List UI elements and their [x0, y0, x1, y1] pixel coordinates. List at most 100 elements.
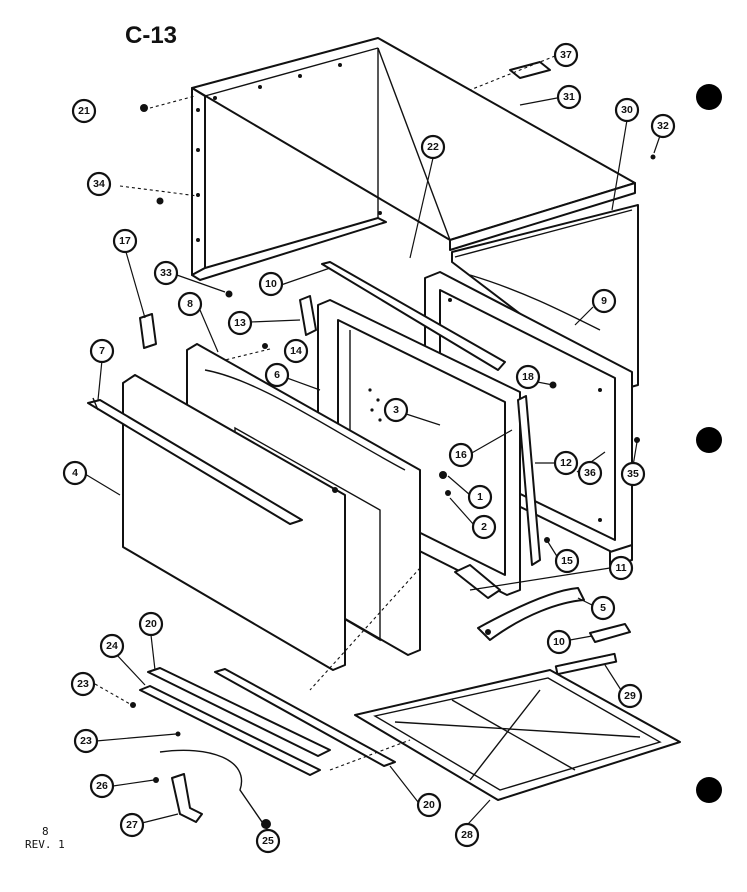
- callout-label: 18: [522, 371, 534, 383]
- callout-label: 20: [145, 618, 157, 630]
- callout: 1: [467, 484, 493, 510]
- callout: 5: [590, 595, 616, 621]
- callout-label: 1: [477, 491, 483, 503]
- latch-plate: [139, 313, 157, 349]
- callout: 7: [89, 338, 115, 364]
- callout: 23: [70, 671, 96, 697]
- callout: 10: [258, 271, 284, 297]
- callout-label: 2: [481, 521, 487, 533]
- callout-label: 4: [72, 467, 78, 479]
- screw: [156, 197, 164, 205]
- callout: 14: [283, 338, 309, 364]
- callout: 27: [119, 812, 145, 838]
- revision-label: REV. 1: [25, 838, 65, 851]
- callout-label: 16: [455, 449, 467, 461]
- callout: 36: [577, 460, 603, 486]
- callout: 9: [591, 288, 617, 314]
- callout-label: 15: [561, 555, 573, 567]
- callout: 35: [620, 461, 646, 487]
- wire-clip: [171, 773, 203, 823]
- leader-lines: [84, 55, 663, 831]
- callout-label: 30: [621, 104, 633, 116]
- callout-label: 13: [234, 317, 246, 329]
- callout: 32: [650, 113, 676, 139]
- callout-label: 9: [601, 295, 607, 307]
- registration-dot: [696, 84, 722, 110]
- support-rail: [139, 667, 396, 776]
- callout: 28: [454, 822, 480, 848]
- outer-cabinet-wrapper: [191, 37, 636, 281]
- callout: 16: [448, 442, 474, 468]
- callout-label: 5: [600, 602, 606, 614]
- callout-label: 36: [584, 467, 596, 479]
- callout: 10: [546, 629, 572, 655]
- callout-label: 3: [393, 404, 399, 416]
- callout-label: 21: [78, 105, 90, 117]
- callout: 23: [73, 728, 99, 754]
- screw: [153, 777, 159, 783]
- callout-label: 23: [80, 735, 92, 747]
- diagram-title: C-13: [125, 22, 177, 49]
- callout: 30: [614, 97, 640, 123]
- switch-actuator: [589, 623, 631, 643]
- callout: 11: [608, 555, 634, 581]
- screw: [650, 154, 656, 160]
- callout-label: 31: [563, 91, 575, 103]
- screw: [445, 490, 451, 496]
- drip-tray: [354, 669, 681, 801]
- callout: 18: [515, 364, 541, 390]
- door-handle: [87, 397, 303, 525]
- callout: 21: [71, 98, 97, 124]
- callout: 4: [62, 460, 88, 486]
- screw: [225, 290, 233, 298]
- callout-label: 23: [77, 678, 89, 690]
- callout: 25: [255, 828, 281, 854]
- callout: 3: [383, 397, 409, 423]
- sensor-wire: [159, 749, 263, 823]
- callout-label: 7: [99, 345, 105, 357]
- callout-label: 12: [560, 457, 572, 469]
- callout-label: 10: [553, 636, 565, 648]
- callout: 37: [553, 42, 579, 68]
- registration-dot: [696, 427, 722, 453]
- page-number: 8: [42, 825, 49, 838]
- screw: [130, 702, 136, 708]
- callout: 24: [99, 633, 125, 659]
- sensor: [261, 819, 271, 829]
- callout-label: 26: [96, 780, 108, 792]
- registration-dot: [696, 777, 722, 803]
- callout-label: 22: [427, 141, 439, 153]
- callout-label: 34: [93, 178, 105, 190]
- callout: 34: [86, 171, 112, 197]
- callout-label: 14: [290, 345, 302, 357]
- callout: 20: [138, 611, 164, 637]
- callout-label: 33: [160, 267, 172, 279]
- callout: 26: [89, 773, 115, 799]
- callout-label: 29: [624, 690, 636, 702]
- callout-label: 25: [262, 835, 274, 847]
- screw: [175, 731, 181, 737]
- callout: 31: [556, 84, 582, 110]
- callout-label: 6: [274, 369, 280, 381]
- seal-strip: [321, 261, 506, 371]
- callout: 12: [553, 450, 579, 476]
- callout-label: 17: [119, 235, 131, 247]
- hinge-arm: [477, 587, 585, 641]
- callout-label: 10: [265, 278, 277, 290]
- screw: [439, 471, 447, 479]
- screw: [544, 537, 550, 543]
- callout: 29: [617, 683, 643, 709]
- callout-label: 35: [627, 468, 639, 480]
- callout: 8: [177, 291, 203, 317]
- callout: 33: [153, 260, 179, 286]
- side-rail: [517, 395, 541, 566]
- screw: [140, 104, 148, 112]
- callout: 20: [416, 792, 442, 818]
- callout: 15: [554, 548, 580, 574]
- screw: [262, 343, 268, 349]
- callout-label: 28: [461, 829, 473, 841]
- callout-label: 37: [560, 49, 572, 61]
- callout: 6: [264, 362, 290, 388]
- callout: 2: [471, 514, 497, 540]
